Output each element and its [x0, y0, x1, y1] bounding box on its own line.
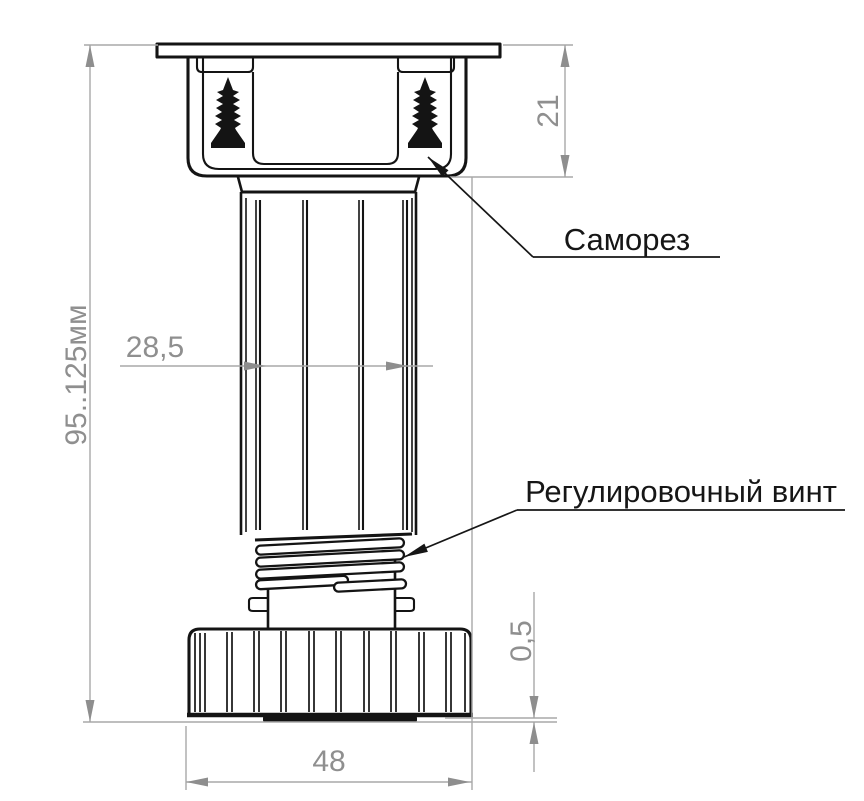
dimension-foot-width: 48	[185, 177, 473, 790]
neck	[236, 176, 421, 194]
thread	[254, 537, 408, 593]
label-adjuster: Регулировочный винт	[403, 474, 845, 558]
dimension-height-range: 95..125мм	[60, 44, 158, 722]
mounting-cup	[186, 57, 468, 178]
foot	[187, 627, 473, 722]
screw-left-icon	[211, 77, 245, 148]
screw-label-text: Саморез	[564, 222, 691, 257]
mounting-plate	[155, 42, 502, 59]
tube-width-value: 28,5	[126, 331, 184, 364]
pad-height-value: 0,5	[505, 620, 538, 662]
label-screw: Саморез	[427, 156, 720, 258]
leg-part	[155, 42, 502, 722]
dimension-cup-height: 21	[448, 44, 573, 178]
dimension-tube-width: 28,5	[120, 331, 433, 371]
adjuster-label-text: Регулировочный винт	[525, 474, 837, 509]
foot-pad	[263, 716, 417, 722]
ground-lines	[83, 717, 557, 723]
height-range-value: 95..125мм	[60, 304, 93, 445]
dimension-pad-height: 0,5	[505, 592, 539, 772]
cup-height-value: 21	[532, 94, 565, 127]
foot-width-value: 48	[312, 745, 345, 778]
screw-right-icon	[408, 77, 442, 148]
